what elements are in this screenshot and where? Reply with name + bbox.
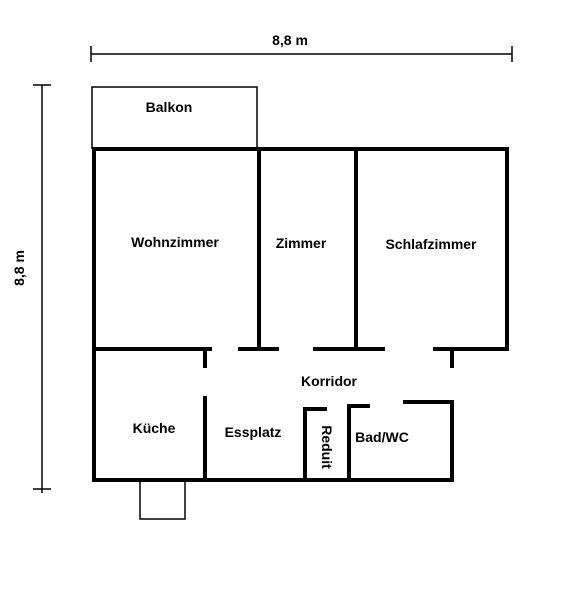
outer-wall-main (92, 147, 509, 482)
width-dimension: 8,8 m (90, 32, 513, 62)
room-label-bad-wc: Bad/WC (355, 429, 409, 445)
entrance-step-outline (139, 481, 186, 520)
room-label-wohnzimmer: Wohnzimmer (131, 234, 219, 250)
entrance-step (139, 481, 186, 520)
width-label: 8,8 m (272, 32, 308, 48)
room-label-kueche: Küche (133, 420, 176, 436)
outer-walls (92, 147, 509, 482)
room-label-balkon: Balkon (146, 99, 193, 115)
room-label-schlafzimmer: Schlafzimmer (385, 236, 477, 252)
room-labels: Balkon Wohnzimmer Zimmer Schlafzimmer Ko… (131, 99, 477, 469)
room-label-korridor: Korridor (301, 373, 358, 389)
height-label: 8,8 m (11, 250, 27, 286)
height-dimension: 8,8 m (11, 84, 51, 493)
balkon-outline (91, 86, 258, 149)
room-label-zimmer: Zimmer (276, 235, 327, 251)
room-label-essplatz: Essplatz (225, 424, 282, 440)
room-label-reduit: Reduit (319, 425, 335, 469)
interior-walls (92, 147, 454, 482)
balkon-wall (91, 86, 258, 149)
